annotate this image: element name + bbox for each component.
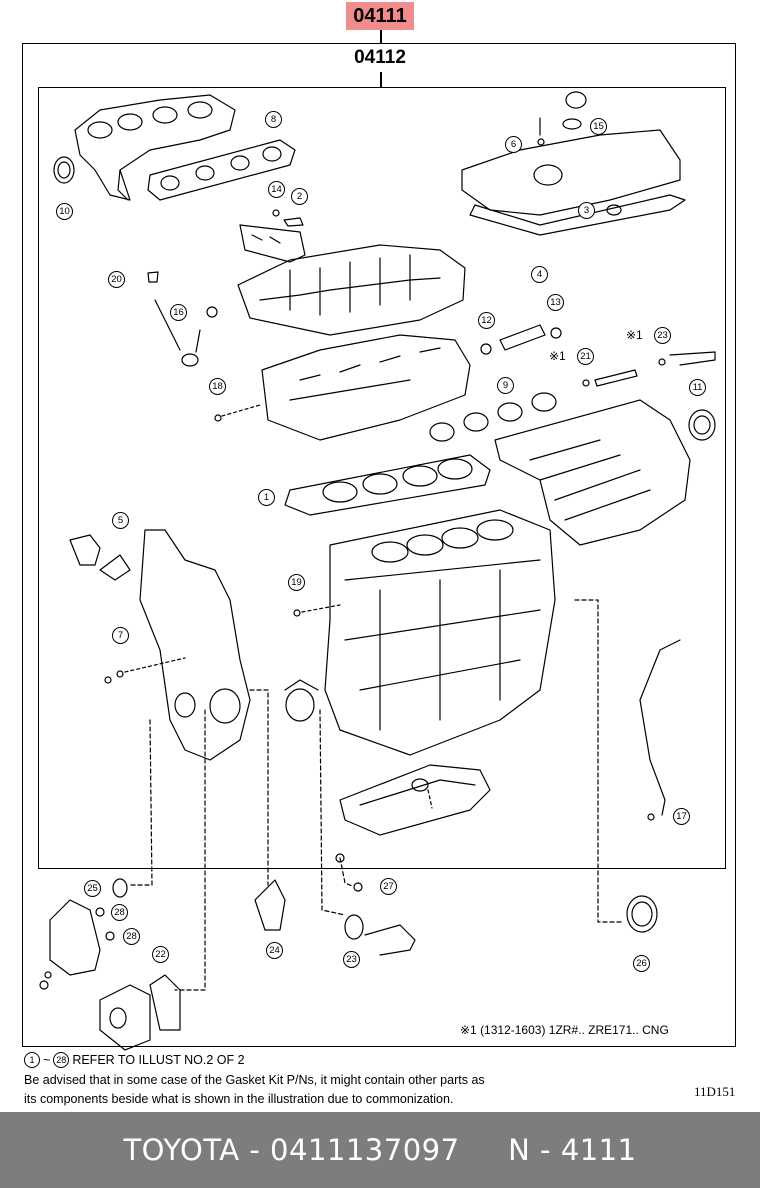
callout-4: 4: [531, 266, 548, 283]
star-note-mark: ※1: [549, 349, 566, 363]
callout-8: 8: [265, 111, 282, 128]
callout-range-start: 1: [24, 1052, 40, 1068]
callout-6: 6: [505, 136, 522, 153]
callout-26: 26: [633, 955, 650, 972]
sub-kit-leader-line: [380, 72, 382, 87]
outer-frame: [22, 43, 736, 1047]
exhaust-gasket: [147, 139, 296, 201]
cam-housing: [237, 244, 466, 336]
refer-note: 1 ~ 28 REFER TO ILLUST NO.2 OF 2: [24, 1052, 245, 1068]
advice-line-2: its components beside what is shown in t…: [24, 1092, 454, 1106]
star-footnote: ※1 (1312-1603) 1ZR#.. ZRE171.. CNG: [460, 1023, 669, 1037]
engine-exploded-diagram: [39, 91, 716, 1051]
engine-block: [324, 509, 556, 756]
advice-line-1: Be advised that in some case of the Gask…: [24, 1073, 485, 1087]
callout-range-end: 28: [53, 1052, 70, 1068]
callout-18: 18: [209, 378, 226, 395]
timing-cover: [139, 529, 251, 761]
intake-manifold: [494, 399, 691, 546]
callout-9: 9: [497, 377, 514, 394]
callout-15: 15: [590, 118, 607, 135]
sub-kit-label: 04112: [354, 47, 406, 68]
badge-leader-line: [380, 30, 382, 44]
callout-14: 14: [268, 181, 285, 198]
callout-28: 28: [111, 904, 128, 921]
callout-24: 24: [266, 942, 283, 959]
callout-19: 19: [288, 574, 305, 591]
intake-gasket: [429, 392, 557, 442]
callout-2: 2: [291, 188, 308, 205]
callout-7: 7: [112, 627, 129, 644]
inner-frame: [38, 87, 726, 869]
callout-13: 13: [547, 294, 564, 311]
callout-3: 3: [578, 202, 595, 219]
callout-23: 23: [343, 951, 360, 968]
oil-pan: [339, 764, 491, 836]
callout-21: 21: [577, 348, 594, 365]
range-tilde: ~: [43, 1053, 51, 1067]
exhaust-manifold: [74, 94, 236, 201]
illustration-code: 11D151: [694, 1084, 736, 1099]
callout-16: 16: [170, 304, 187, 321]
callout-25: 25: [84, 880, 101, 897]
callout-20: 20: [108, 271, 125, 288]
callout-11: 11: [689, 379, 706, 396]
valve-cover: [461, 129, 681, 216]
cylinder-head: [261, 334, 471, 441]
star-note-mark: ※1: [626, 328, 643, 342]
callout-28: 28: [123, 928, 140, 945]
callout-5: 5: [112, 512, 129, 529]
callout-12: 12: [478, 312, 495, 329]
callout-27: 27: [380, 878, 397, 895]
footer-text: TOYOTA - 0411137097 N - 4111: [123, 1133, 637, 1167]
kit-number-badge: 04111: [346, 2, 414, 30]
callout-1: 1: [258, 489, 275, 506]
refer-text: REFER TO ILLUST NO.2 OF 2: [72, 1053, 245, 1067]
footer-bar: TOYOTA - 0411137097 N - 4111: [0, 1112, 760, 1188]
callout-23: 23: [654, 327, 671, 344]
head-gasket: [284, 454, 491, 516]
callout-10: 10: [56, 203, 73, 220]
callout-22: 22: [152, 946, 169, 963]
callout-17: 17: [673, 808, 690, 825]
